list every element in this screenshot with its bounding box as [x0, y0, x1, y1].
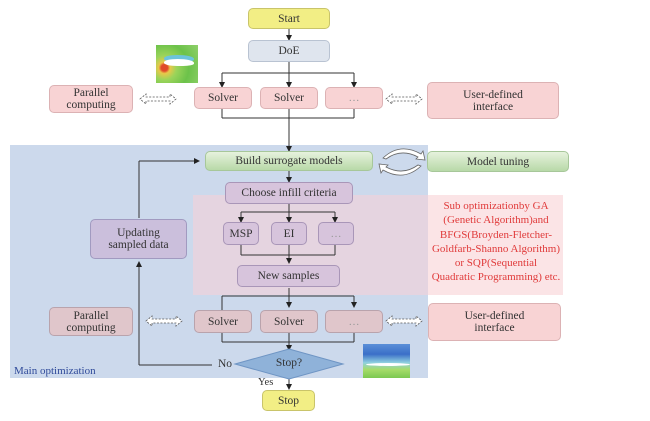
main-optimization-label: Main optimization	[14, 365, 96, 377]
sub-opt-line: (Genetic Algorithm)and	[443, 214, 549, 227]
criterion-msp: MSP	[223, 222, 259, 245]
criterion-more: …	[318, 222, 354, 245]
ellipsis-label: …	[330, 227, 342, 240]
ellipsis-label: …	[348, 315, 360, 328]
parallel-computing-top: Parallel computing	[49, 85, 133, 113]
model-tuning: Model tuning	[427, 151, 569, 172]
yes-label: Yes	[258, 377, 274, 388]
solver-label: Solver	[273, 315, 305, 328]
airfoil-shape	[366, 363, 410, 366]
ellipsis-label: …	[348, 92, 360, 104]
solver-label: Solver	[273, 92, 305, 104]
no-label: No	[218, 358, 233, 370]
airfoil-cfd-image	[156, 45, 198, 83]
stop-decision-diamond	[233, 348, 345, 380]
criterion-ei: EI	[271, 222, 307, 245]
bottom-solver-2: Solver	[260, 310, 318, 333]
sub-opt-line: Quadratic Programming) etc.	[431, 271, 561, 284]
user-defined-interface-top: User-defined interface	[427, 82, 559, 119]
ei-label: EI	[283, 227, 295, 240]
choose-infill-label: Choose infill criteria	[241, 187, 337, 199]
solver-label: Solver	[207, 92, 239, 104]
top-solver-more: …	[325, 87, 383, 109]
msp-label: MSP	[229, 227, 253, 240]
bottom-solver-more: …	[325, 310, 383, 333]
airfoil-shape	[164, 59, 194, 66]
sub-optimization-note: Sub optimizationby GA (Genetic Algorithm…	[430, 199, 562, 285]
start-label: Start	[278, 12, 300, 25]
user-defined-label: User-defined interface	[464, 310, 525, 334]
start-node: Start	[248, 8, 330, 29]
top-solver-1: Solver	[194, 87, 252, 109]
new-samples: New samples	[237, 265, 340, 287]
airfoil-cfd-image	[363, 344, 410, 378]
choose-infill-criteria: Choose infill criteria	[225, 182, 353, 204]
sub-opt-line: Sub optimizationby GA	[443, 200, 549, 212]
updating-sampled-data: Updating sampled data	[90, 219, 187, 259]
updating-sampled-data-label: Updating sampled data	[108, 227, 169, 251]
sub-opt-line: Goldfarb-Shanno Algorithm)	[431, 242, 560, 255]
bottom-solver-1: Solver	[194, 310, 252, 333]
stop-node: Stop	[262, 390, 315, 411]
user-defined-interface-bottom: User-defined interface	[428, 303, 561, 341]
parallel-computing-label: Parallel computing	[66, 309, 116, 334]
sub-opt-line: BFGS(Broyden-Fletcher-	[439, 228, 553, 241]
sub-opt-line: or SQP(Sequential	[454, 257, 538, 270]
doe-node: DoE	[248, 40, 330, 62]
top-solver-2: Solver	[260, 87, 318, 109]
sub-optimization-note-bg	[428, 195, 563, 295]
parallel-computing-bottom: Parallel computing	[49, 307, 133, 336]
build-surrogate-label: Build surrogate models	[235, 155, 343, 167]
model-tuning-label: Model tuning	[466, 155, 530, 168]
stop-decision-label: Stop?	[275, 357, 303, 369]
solver-label: Solver	[207, 315, 239, 328]
new-samples-label: New samples	[257, 270, 320, 282]
parallel-computing-label: Parallel computing	[66, 87, 116, 111]
stop-label: Stop	[277, 394, 300, 407]
user-defined-label: User-defined interface	[463, 88, 523, 113]
build-surrogate-models: Build surrogate models	[205, 151, 373, 171]
doe-label: DoE	[278, 45, 300, 57]
